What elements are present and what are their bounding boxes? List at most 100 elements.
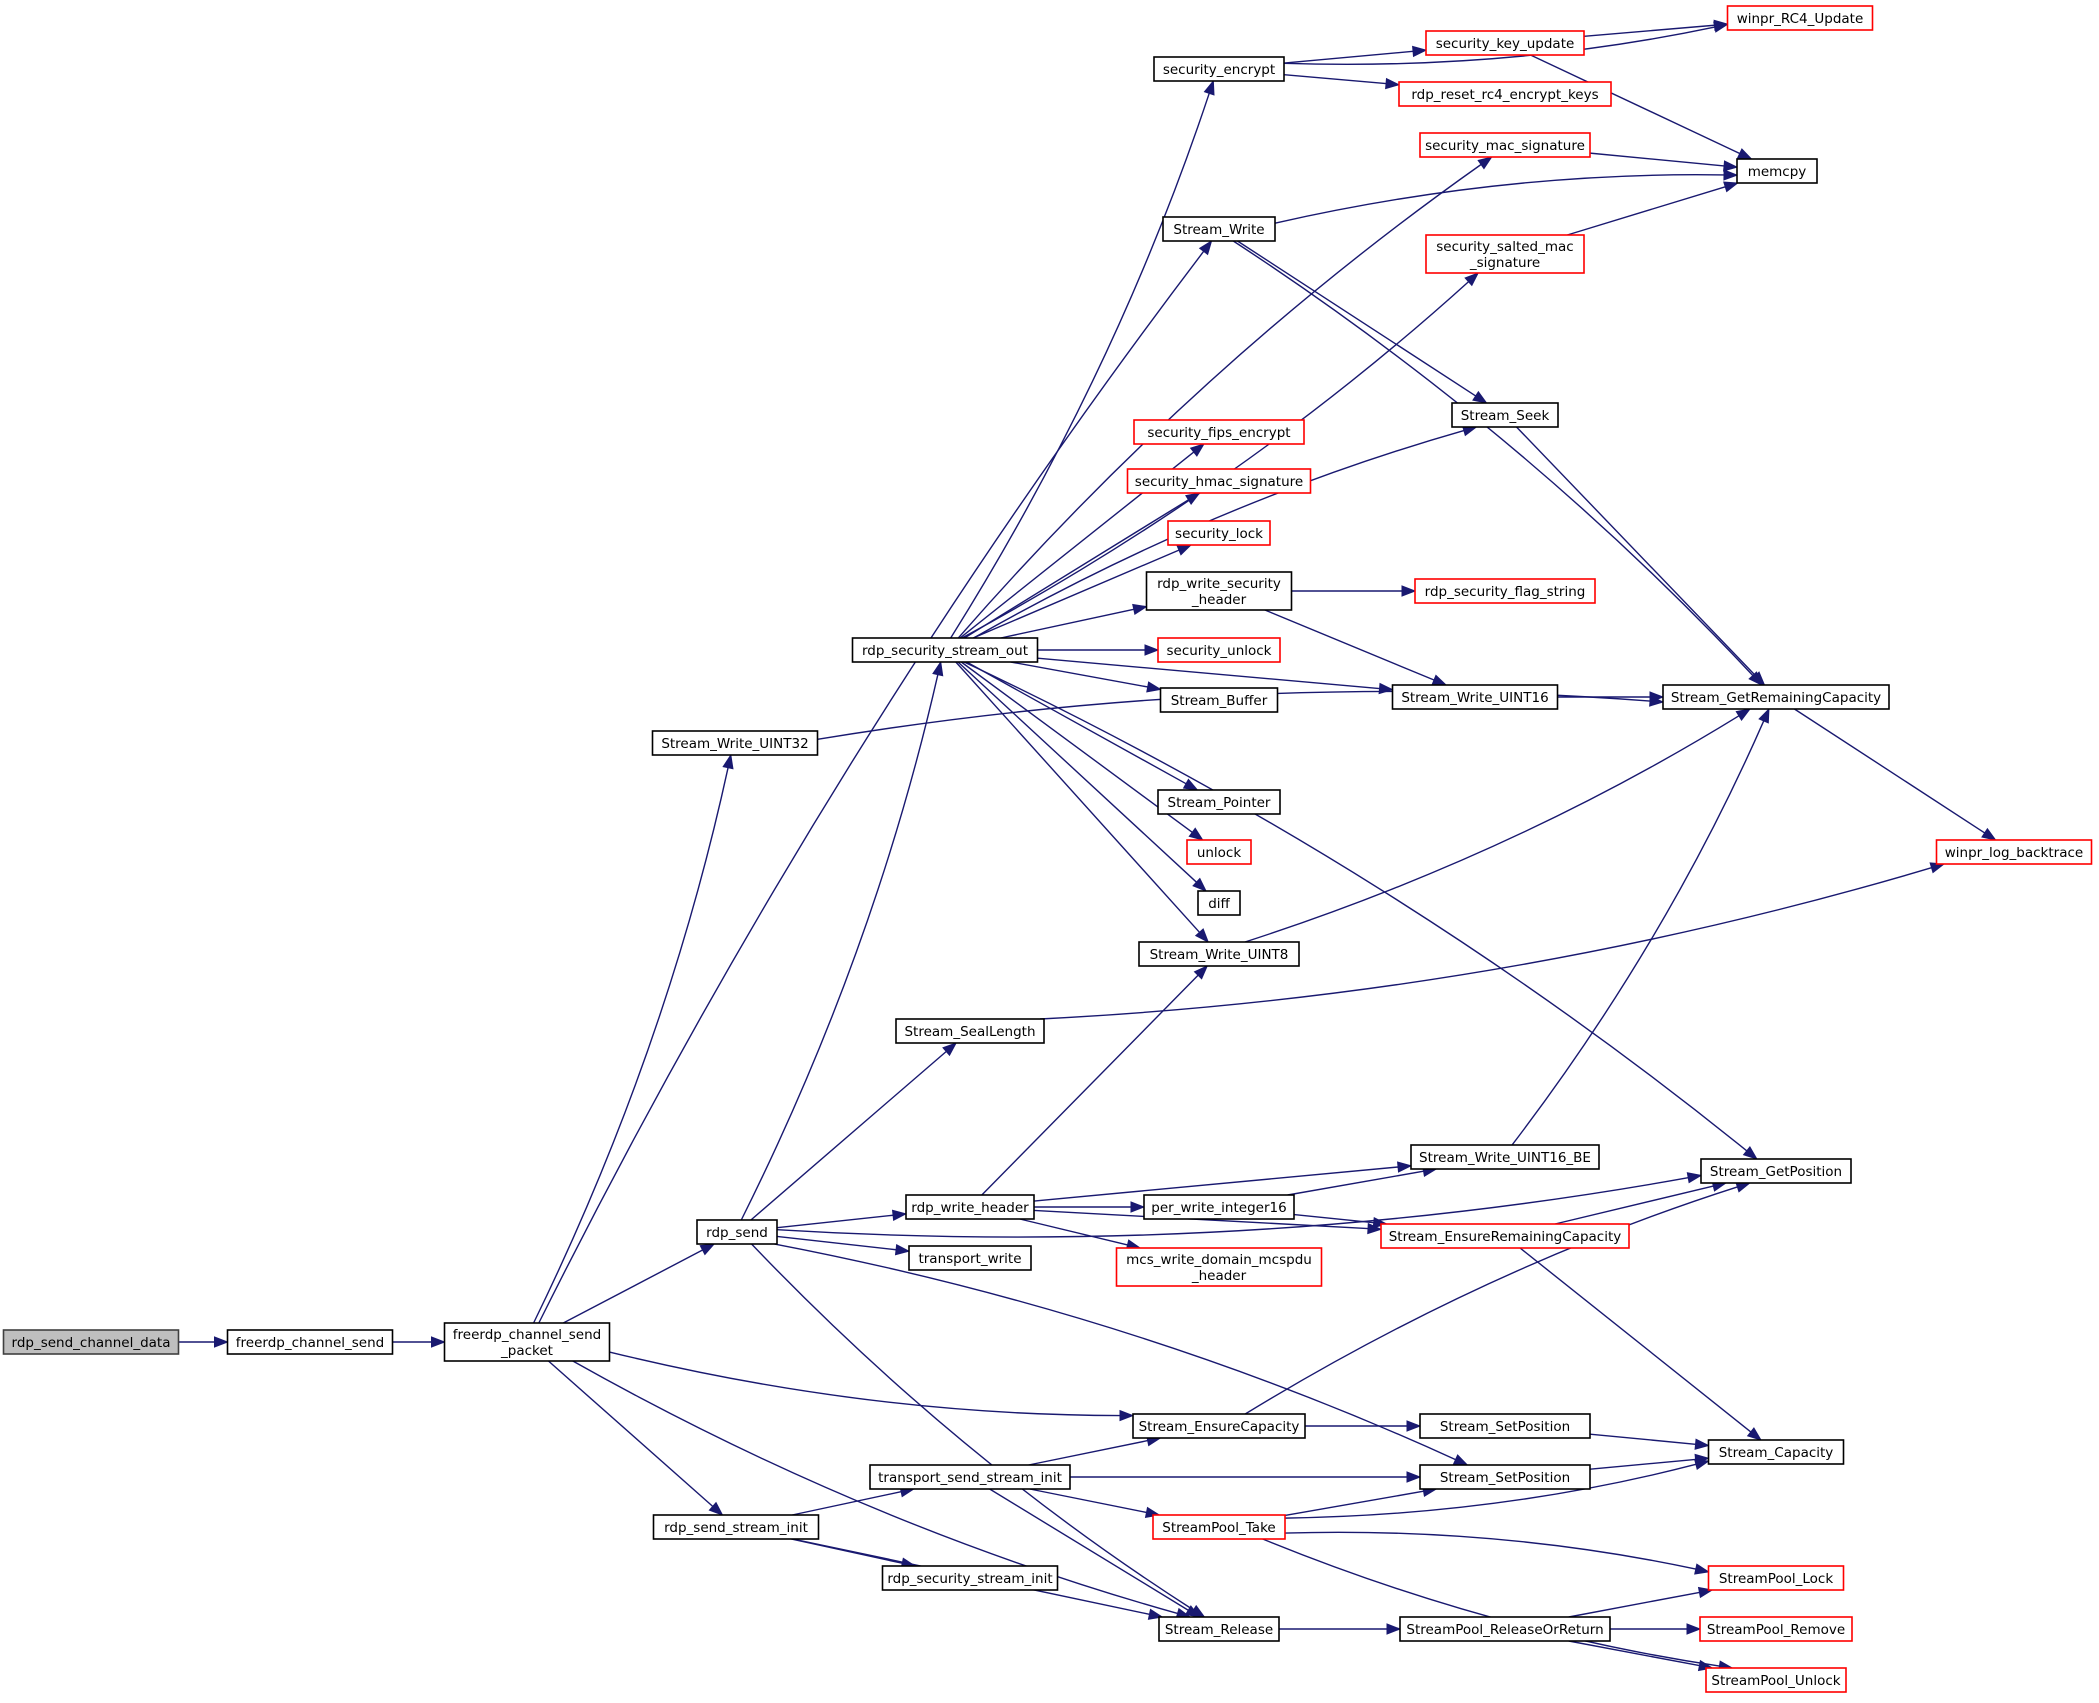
node-stream-get-remaining-capacity[interactable]: Stream_GetRemainingCapacity	[1662, 684, 1890, 710]
edge-rdp-security-stream-out-to-security-mac-signature	[957, 156, 1493, 639]
node-rdp-security-flag-string[interactable]: rdp_security_flag_string	[1414, 578, 1596, 604]
node-diff[interactable]: diff	[1197, 890, 1241, 916]
node-label: per_write_integer16	[1151, 1200, 1286, 1216]
edge-rdp-security-stream-out-to-security-encrypt	[950, 79, 1215, 639]
node-stream-release[interactable]: Stream_Release	[1158, 1616, 1280, 1642]
edge-line	[1554, 1185, 1714, 1225]
node-security-encrypt[interactable]: security_encrypt	[1153, 56, 1285, 82]
node-stream-seal-length[interactable]: Stream_SealLength	[895, 1018, 1045, 1044]
node-rdp-security-stream-init[interactable]: rdp_security_stream_init	[881, 1565, 1059, 1591]
node-rdp-write-security-header[interactable]: rdp_write_security_header	[1145, 571, 1293, 611]
arrowhead-icon	[942, 1042, 958, 1057]
edge-line	[1283, 26, 1715, 66]
node-box	[1736, 158, 1818, 184]
node-label: mcs_write_domain_mcspdu	[1126, 1252, 1312, 1268]
edge-line	[966, 661, 1187, 785]
edge-rdp-security-stream-out-to-stream-write-uint16	[1037, 657, 1394, 695]
node-memcpy[interactable]: memcpy	[1736, 158, 1818, 184]
node-box	[869, 1464, 1071, 1490]
node-stream-set-position-a[interactable]: Stream_SetPosition	[1419, 1413, 1591, 1439]
node-stream-write-uint32[interactable]: Stream_Write_UINT32	[651, 730, 819, 756]
arrowhead-icon	[1464, 272, 1480, 287]
node-stream-capacity[interactable]: Stream_Capacity	[1707, 1439, 1845, 1465]
node-label: Stream_SetPosition	[1440, 1470, 1570, 1486]
arrowhead-icon	[1981, 827, 1997, 841]
node-security-mac-signature[interactable]: security_mac_signature	[1419, 132, 1591, 158]
node-box	[1451, 402, 1559, 428]
node-winpr-rc4-update[interactable]: winpr_RC4_Update	[1726, 5, 1874, 31]
node-rdp-send[interactable]: rdp_send	[696, 1219, 778, 1245]
edge-line	[1028, 1439, 1148, 1466]
node-security-lock[interactable]: security_lock	[1167, 520, 1271, 546]
node-stream-ensure-capacity[interactable]: Stream_EnsureCapacity	[1132, 1413, 1306, 1439]
edge-line	[774, 1243, 1456, 1461]
edge-line	[1264, 609, 1435, 681]
node-stream-write-uint16-be[interactable]: Stream_Write_UINT16_BE	[1410, 1144, 1600, 1170]
node-stream-buffer[interactable]: Stream_Buffer	[1159, 687, 1279, 713]
node-stream-pool-take[interactable]: StreamPool_Take	[1152, 1514, 1286, 1540]
edge-stream-write-to-stream-get-remaining-capacity	[1232, 240, 1763, 687]
node-label: security_fips_encrypt	[1147, 425, 1290, 441]
node-box	[1705, 1667, 1847, 1693]
arrowhead-icon	[1192, 877, 1208, 892]
node-mcs-write-domain-mcspdu-header[interactable]: mcs_write_domain_mcspdu_header	[1115, 1247, 1323, 1287]
node-rdp-reset-rc4-encrypt-keys[interactable]: rdp_reset_rc4_encrypt_keys	[1398, 81, 1612, 107]
node-stream-pool-lock[interactable]: StreamPool_Lock	[1707, 1565, 1845, 1591]
node-security-fips-encrypt[interactable]: security_fips_encrypt	[1133, 419, 1305, 445]
node-label: freerdp_channel_send	[236, 1335, 384, 1351]
edge-stream-set-position-b-to-stream-capacity	[1589, 1453, 1710, 1470]
arrowhead-icon	[699, 1243, 716, 1256]
arrowhead-icon	[1185, 492, 1201, 505]
node-box	[696, 1219, 778, 1245]
node-label: StreamPool_ReleaseOrReturn	[1406, 1622, 1603, 1638]
edge-freerdp-channel-send-packet-to-stream-write-uint32	[532, 753, 734, 1324]
edge-line	[1283, 50, 1414, 64]
node-security-unlock[interactable]: security_unlock	[1157, 637, 1281, 663]
edge-line	[1589, 1433, 1696, 1445]
node-rdp-security-stream-out[interactable]: rdp_security_stream_out	[851, 637, 1039, 663]
node-label: rdp_send_stream_init	[664, 1520, 808, 1536]
node-label: transport_send_stream_init	[878, 1470, 1062, 1486]
node-stream-get-position[interactable]: Stream_GetPosition	[1700, 1158, 1852, 1184]
node-box	[1707, 1439, 1845, 1465]
node-stream-pointer[interactable]: Stream_Pointer	[1157, 789, 1281, 815]
node-winpr-log-backtrace[interactable]: winpr_log_backtrace	[1935, 839, 2093, 865]
arrowhead-icon	[1184, 1605, 1201, 1618]
edge-line	[776, 1177, 1689, 1238]
arrowhead-icon	[1694, 1438, 1710, 1450]
node-label: Stream_GetRemainingCapacity	[1671, 690, 1881, 706]
node-stream-ensure-remaining-capacity[interactable]: Stream_EnsureRemainingCapacity	[1380, 1223, 1630, 1249]
node-security-hmac-signature[interactable]: security_hmac_signature	[1126, 468, 1312, 494]
edge-line	[1511, 720, 1765, 1146]
node-label: rdp_write_header	[911, 1200, 1029, 1216]
edge-rdp-security-stream-out-to-security-unlock	[1037, 644, 1160, 656]
node-stream-write[interactable]: Stream_Write	[1162, 216, 1276, 242]
node-security-key-update[interactable]: security_key_update	[1425, 30, 1585, 56]
node-rdp-write-header[interactable]: rdp_write_header	[905, 1194, 1035, 1220]
node-label: rdp_security_flag_string	[1425, 584, 1586, 600]
node-security-salted-mac-signature[interactable]: security_salted_mac_signature	[1425, 234, 1585, 274]
node-transport-send-stream-init[interactable]: transport_send_stream_init	[869, 1464, 1071, 1490]
node-stream-pool-release-or-return[interactable]: StreamPool_ReleaseOrReturn	[1399, 1616, 1611, 1642]
node-rdp-send-stream-init[interactable]: rdp_send_stream_init	[652, 1514, 820, 1540]
node-box	[2, 1329, 180, 1355]
arrowhead-icon	[708, 1501, 724, 1516]
node-box	[1391, 684, 1559, 710]
node-unlock[interactable]: unlock	[1186, 839, 1252, 865]
node-stream-pool-unlock[interactable]: StreamPool_Unlock	[1705, 1667, 1847, 1693]
node-stream-write-uint16[interactable]: Stream_Write_UINT16	[1391, 684, 1559, 710]
node-stream-pool-remove[interactable]: StreamPool_Remove	[1699, 1616, 1853, 1642]
edge-rdp-write-header-to-mcs-write-domain-mcspdu-header	[1019, 1218, 1142, 1251]
node-freerdp-channel-send-packet[interactable]: freerdp_channel_send_packet	[443, 1322, 611, 1362]
node-freerdp-channel-send[interactable]: freerdp_channel_send	[226, 1329, 394, 1355]
node-box	[1133, 419, 1305, 445]
node-transport-write[interactable]: transport_write	[908, 1245, 1032, 1271]
node-stream-write-uint8[interactable]: Stream_Write_UINT8	[1138, 941, 1300, 967]
arrowhead-icon	[891, 1209, 908, 1222]
node-stream-seek[interactable]: Stream_Seek	[1451, 402, 1559, 428]
node-per-write-integer16[interactable]: per_write_integer16	[1143, 1194, 1295, 1220]
edge-rdp-write-header-to-per-write-integer16	[1034, 1201, 1146, 1213]
edge-line	[1583, 24, 1715, 38]
node-box	[1699, 1616, 1853, 1642]
node-stream-set-position-b[interactable]: Stream_SetPosition	[1419, 1464, 1591, 1490]
